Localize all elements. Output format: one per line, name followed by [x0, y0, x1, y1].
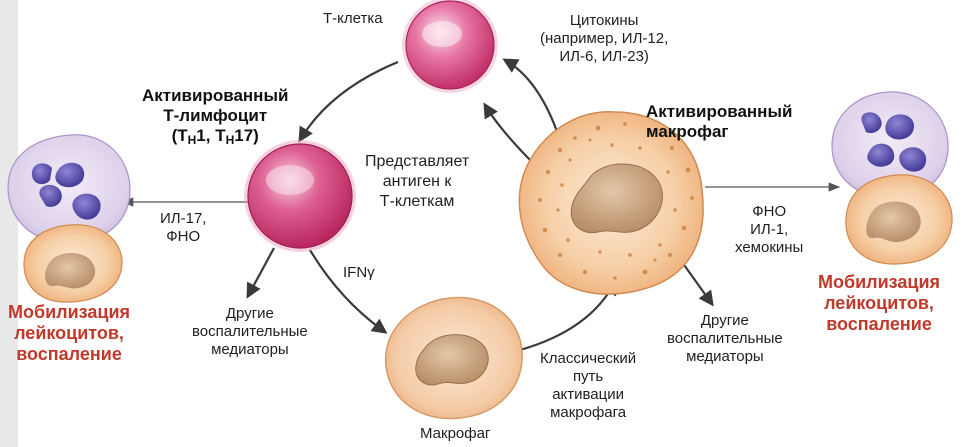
classic-pathway-label: Классический путь активации макрофага	[540, 350, 637, 421]
t-cell	[402, 0, 498, 93]
arrow-lymphocyte-to-macrophage	[309, 249, 388, 334]
right-leukocytes	[831, 91, 953, 265]
macrophage-label: Макрофаг	[420, 425, 491, 442]
mobilization-right-label: Мобилизация лейкоцитов, воспаление	[818, 272, 941, 334]
il17-tnf-label: ИЛ-17, ФНО	[160, 210, 207, 245]
arrow-macrophage-to-tcell	[502, 58, 562, 141]
ifn-gamma-label: IFNγ	[343, 264, 375, 281]
activated-macrophage-label: Активированный макрофаг	[646, 102, 793, 141]
activated-lymphocyte-label: Активированный Т-лимфоцит (ТН1, ТН17)	[142, 86, 289, 147]
activated-macrophage	[518, 111, 704, 295]
arrow-tcell-to-lymphocyte	[298, 60, 399, 143]
activated-t-lymphocyte	[244, 140, 356, 252]
other-mediators-left-label: Другие воспалительные медиаторы	[192, 305, 308, 358]
arrows	[246, 58, 714, 352]
presents-antigen-label: Представляет антиген к Т-клеткам	[365, 153, 470, 210]
tnf-il1-chemokines-label: ФНО ИЛ-1, хемокины	[735, 203, 804, 256]
macrophage	[384, 296, 523, 420]
t-cell-label: Т-клетка	[323, 10, 383, 27]
cytokines-label: Цитокины (например, ИЛ-12, ИЛ-6, ИЛ-23)	[540, 12, 669, 65]
arrow-macrophage-presents	[483, 102, 536, 166]
left-leukocytes	[7, 134, 131, 303]
other-mediators-right-label: Другие воспалительные медиаторы	[667, 312, 783, 365]
arrow-lymphocyte-mediators	[246, 247, 275, 299]
arrow-macrophage-mediators	[681, 261, 714, 307]
thin-arrows	[121, 182, 841, 207]
mobilization-left-label: Мобилизация лейкоцитов, воспаление	[8, 302, 131, 364]
